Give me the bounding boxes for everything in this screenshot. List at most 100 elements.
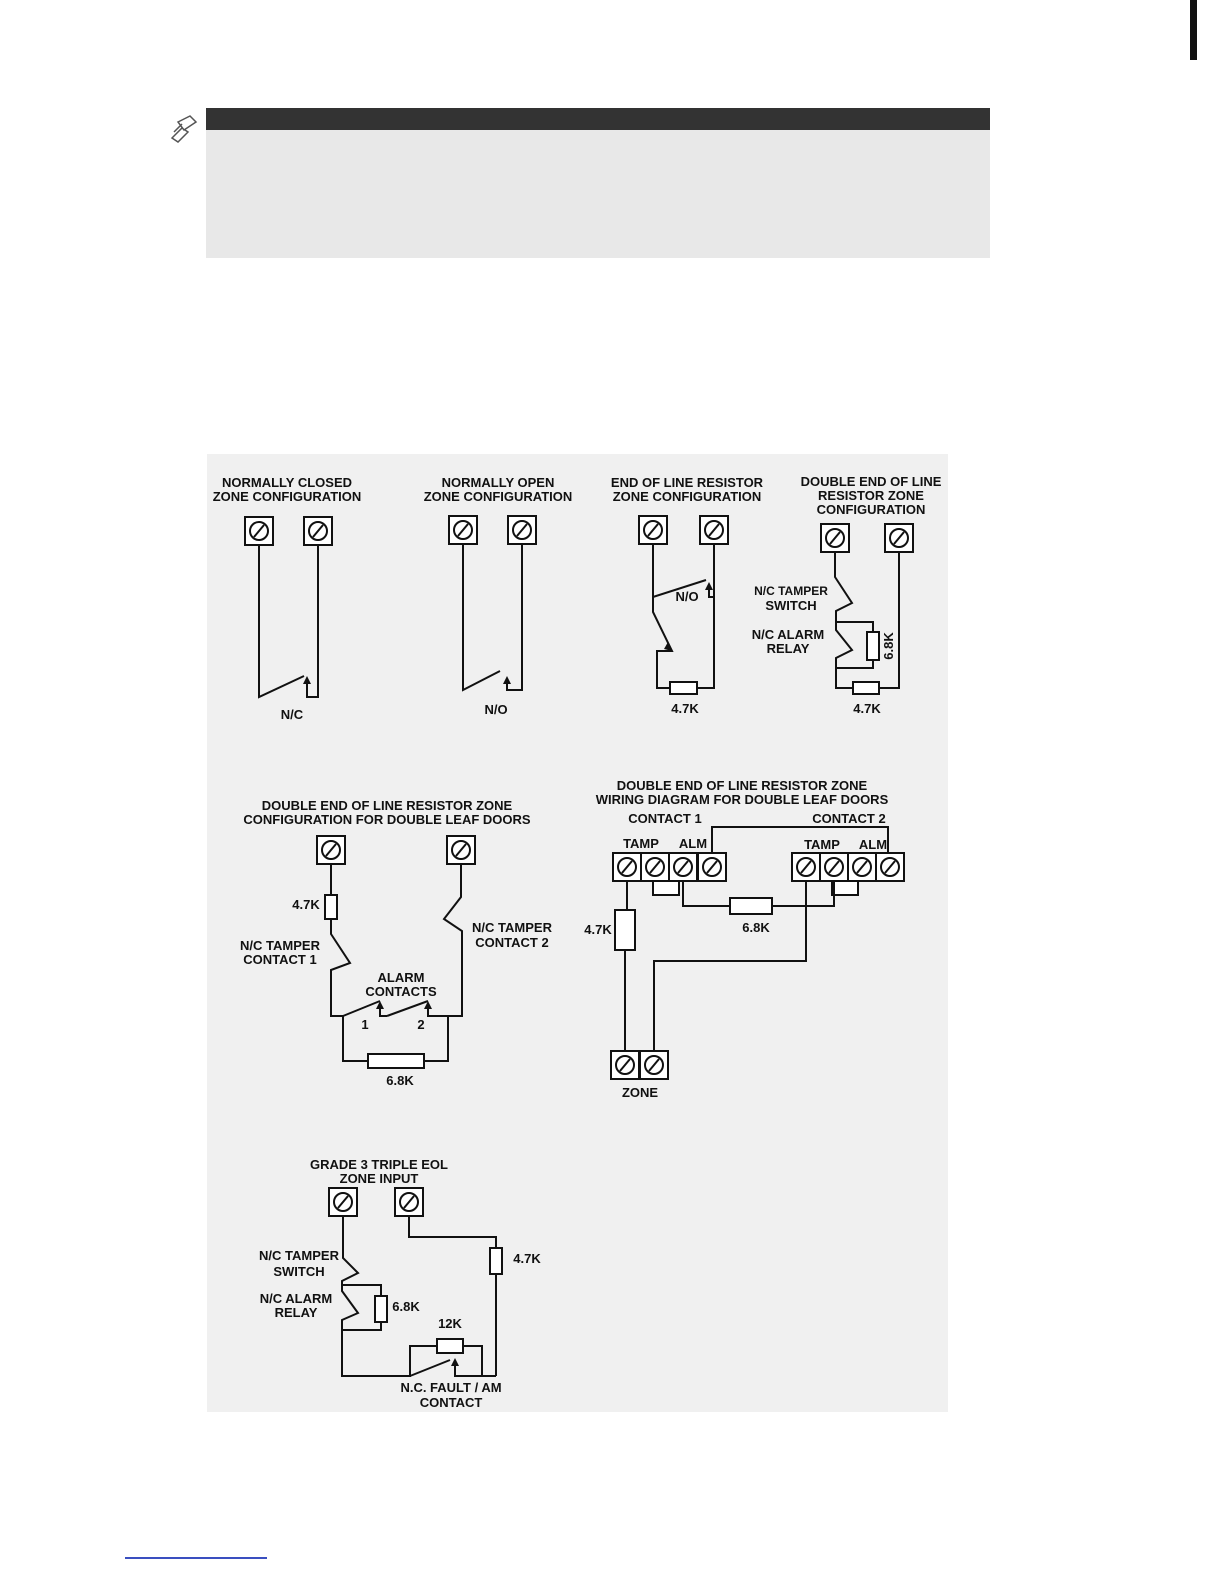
g3-resistor-6k8-label: 6.8K bbox=[392, 1299, 420, 1314]
g3-fault-contact bbox=[409, 1359, 451, 1377]
dl-resistor-top-label: 4.7K bbox=[292, 897, 320, 912]
dl-alarm-label2: CONTACTS bbox=[365, 984, 437, 999]
wd-tamper-link-1 bbox=[652, 880, 680, 896]
dl-terminal-left bbox=[316, 835, 346, 865]
eol-right-top bbox=[708, 544, 715, 598]
nc-wire-left bbox=[258, 545, 305, 699]
dl-alarm-contact-1 bbox=[342, 1000, 381, 1017]
g3-tamper-label1: N/C TAMPER bbox=[259, 1248, 340, 1263]
wd-contact2-label: CONTACT 2 bbox=[812, 811, 885, 826]
no-terminal-left bbox=[448, 515, 478, 545]
normally-open-diagram: NORMALLY OPEN ZONE CONFIGURATION N/O bbox=[424, 475, 573, 717]
normally-closed-diagram: NORMALLY CLOSED ZONE CONFIGURATION N/C bbox=[213, 475, 362, 722]
deol-alarm-top bbox=[836, 621, 874, 632]
deol-title-line3: CONFIGURATION bbox=[817, 502, 926, 517]
g3-resistor-4k7-label: 4.7K bbox=[513, 1251, 541, 1266]
wd-alarm-wire bbox=[682, 881, 835, 907]
nc-title-line2: ZONE CONFIGURATION bbox=[213, 489, 362, 504]
nc-terminal-left bbox=[244, 516, 274, 546]
nc-title-line1: NORMALLY CLOSED bbox=[222, 475, 352, 490]
wd-contact1-label: CONTACT 1 bbox=[628, 811, 701, 826]
dl-tamper-contact-1 bbox=[330, 919, 352, 1017]
g3-alarm-label1: N/C ALARM bbox=[260, 1291, 332, 1306]
end-of-line-resistor-diagram: END OF LINE RESISTOR ZONE CONFIGURATION … bbox=[611, 475, 764, 716]
double-end-of-line-diagram: DOUBLE END OF LINE RESISTOR ZONE CONFIGU… bbox=[752, 474, 942, 716]
g3-right-top bbox=[408, 1216, 497, 1248]
dl-tamper1-label1: N/C TAMPER bbox=[240, 938, 321, 953]
wiring-diagrams: NORMALLY CLOSED ZONE CONFIGURATION N/C N… bbox=[213, 474, 942, 1410]
wd-tamp-label-1: TAMP bbox=[623, 836, 659, 851]
dl-bottom-loop bbox=[342, 1016, 449, 1062]
dl-tamper2-label2: CONTACT 2 bbox=[475, 935, 548, 950]
g3-alarm-relay bbox=[341, 1285, 382, 1331]
nc-terminal-right bbox=[303, 516, 333, 546]
nc-contact-label: N/C bbox=[281, 707, 304, 722]
wd-zone-label: ZONE bbox=[622, 1085, 658, 1100]
no-title-line1: NORMALLY OPEN bbox=[442, 475, 555, 490]
eol-terminal-left bbox=[638, 515, 668, 545]
deol-title-line1: DOUBLE END OF LINE bbox=[801, 474, 942, 489]
dl-resistor-6k8 bbox=[367, 1053, 425, 1069]
wd-title-line1: DOUBLE END OF LINE RESISTOR ZONE bbox=[617, 778, 868, 793]
no-wire-right bbox=[506, 544, 523, 691]
g3-alarm-label2: RELAY bbox=[275, 1305, 318, 1320]
wd-resistor-mid-label: 6.8K bbox=[742, 920, 770, 935]
dl-contact-1-number: 1 bbox=[361, 1017, 368, 1032]
deol-terminal-left bbox=[820, 523, 850, 553]
double-leaf-wiring-diagram: DOUBLE END OF LINE RESISTOR ZONE WIRING … bbox=[584, 778, 905, 1100]
deol-right-wire bbox=[879, 552, 900, 689]
grade3-triple-eol-diagram: GRADE 3 TRIPLE EOL ZONE INPUT N/C TAMPER… bbox=[259, 1157, 541, 1410]
note-pencil-icon bbox=[170, 115, 198, 143]
g3-fault-label2: CONTACT bbox=[420, 1395, 483, 1410]
eol-terminal-right bbox=[699, 515, 729, 545]
dl-contact-2-number: 2 bbox=[417, 1017, 424, 1032]
g3-fault-label1: N.C. FAULT / AM bbox=[400, 1380, 501, 1395]
dl-tamper-contact-2 bbox=[442, 864, 463, 1017]
deol-resistor-4k7-label: 4.7K bbox=[853, 701, 881, 716]
dl-alarm-label1: ALARM bbox=[378, 970, 425, 985]
note-body bbox=[206, 130, 990, 258]
dl-resistor-bottom-label: 6.8K bbox=[386, 1073, 414, 1088]
eol-right-path bbox=[697, 597, 715, 689]
wd-return-wire bbox=[653, 881, 807, 1051]
eol-resistor-label: 4.7K bbox=[671, 701, 699, 716]
dl-title-line2: CONFIGURATION FOR DOUBLE LEAF DOORS bbox=[243, 812, 531, 827]
deol-tamper-label1: N/C TAMPER bbox=[754, 584, 828, 598]
g3-resistor-12k bbox=[436, 1338, 464, 1354]
note-header-bar bbox=[206, 108, 990, 130]
wd-tamp-label-2: TAMP bbox=[804, 837, 840, 852]
g3-resistor-4k7 bbox=[489, 1247, 503, 1275]
deol-alarm-label1: N/C ALARM bbox=[752, 627, 824, 642]
wd-resistor-left-label: 4.7K bbox=[584, 922, 612, 937]
no-terminal-right bbox=[507, 515, 537, 545]
wd-alm-label-2: ALM bbox=[859, 837, 887, 852]
eol-contact-label: N/O bbox=[675, 589, 698, 604]
page-edge-tab bbox=[1190, 0, 1197, 60]
deol-alarm-relay bbox=[835, 622, 874, 669]
wd-contact1-terminal-block bbox=[612, 852, 727, 882]
g3-resistor-12k-label: 12K bbox=[438, 1316, 462, 1331]
g3-terminal-left bbox=[328, 1187, 358, 1217]
dl-alarm-contact-2 bbox=[386, 1000, 429, 1017]
dl-tamper1-label2: CONTACT 1 bbox=[243, 952, 316, 967]
wd-resistor-6k8 bbox=[729, 897, 773, 915]
no-title-line2: ZONE CONFIGURATION bbox=[424, 489, 573, 504]
deol-title-line2: RESISTOR ZONE bbox=[818, 488, 924, 503]
g3-fault-return bbox=[454, 1364, 496, 1377]
g3-title-line1: GRADE 3 TRIPLE EOL bbox=[310, 1157, 448, 1172]
double-leaf-configuration-diagram: DOUBLE END OF LINE RESISTOR ZONE CONFIGU… bbox=[240, 798, 553, 1088]
deol-tamper-label2: SWITCH bbox=[765, 598, 816, 613]
deol-resistor-6k8 bbox=[866, 631, 880, 661]
dl-alarm-returns bbox=[379, 1009, 448, 1017]
eol-title-line2: ZONE CONFIGURATION bbox=[613, 489, 762, 504]
deol-bottom-left bbox=[835, 668, 853, 689]
wd-zone-terminal-2 bbox=[639, 1050, 669, 1080]
g3-tamper-switch bbox=[341, 1216, 360, 1285]
wiring-diagrams-panel: NORMALLY CLOSED ZONE CONFIGURATION N/C N… bbox=[207, 454, 948, 1412]
nc-wire-right bbox=[306, 545, 319, 698]
dl-resistor-4k7 bbox=[324, 894, 338, 920]
eol-title-line1: END OF LINE RESISTOR bbox=[611, 475, 764, 490]
dl-title-line1: DOUBLE END OF LINE RESISTOR ZONE bbox=[262, 798, 513, 813]
wd-tamper-link-2 bbox=[831, 880, 859, 896]
no-wire-left bbox=[462, 544, 501, 692]
